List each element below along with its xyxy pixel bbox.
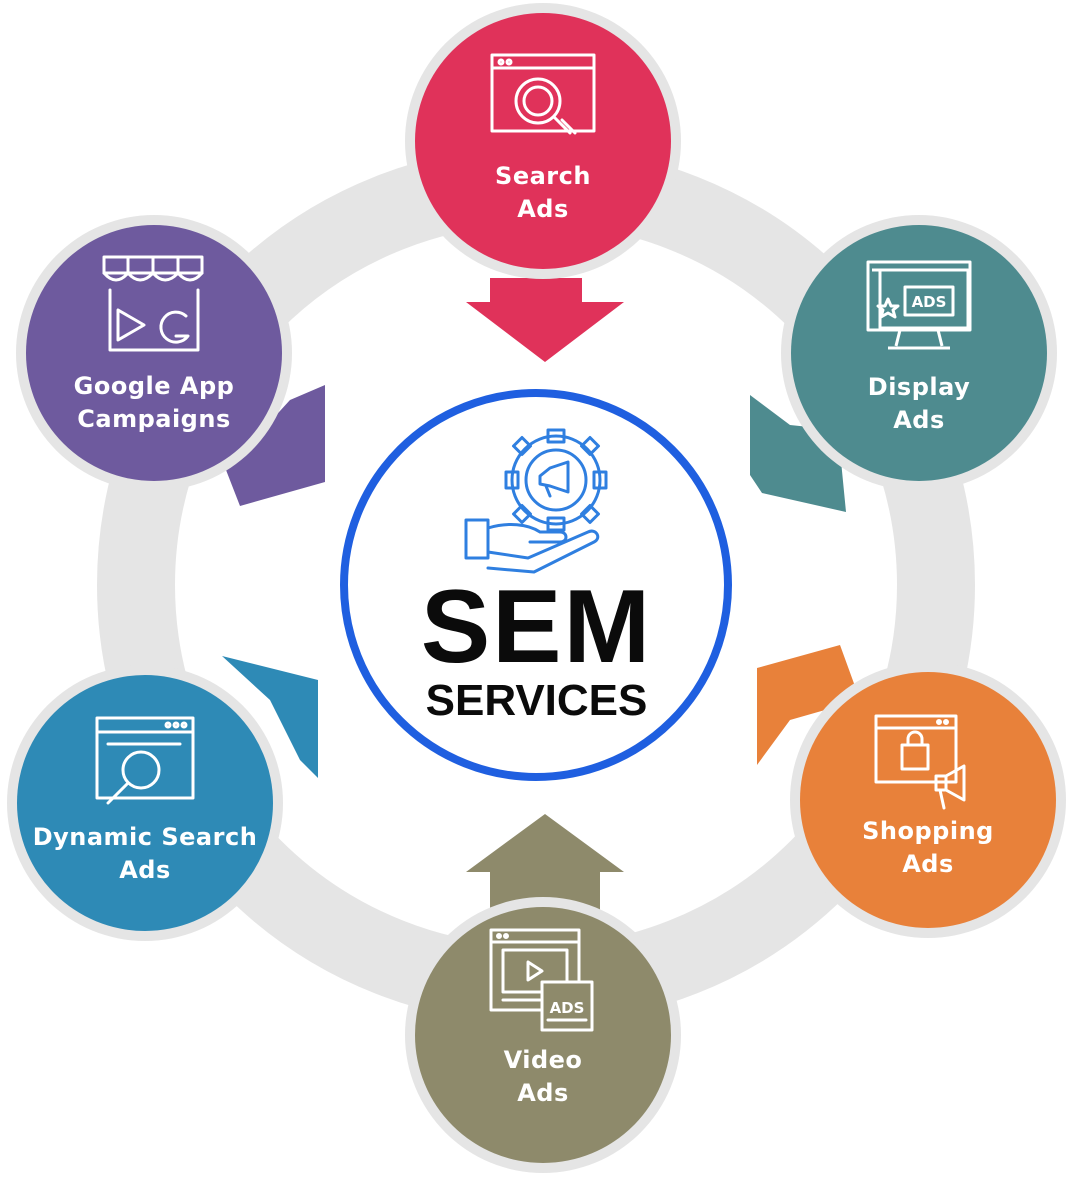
- dynamic-search-ads-label: Dynamic Search Ads: [15, 821, 275, 887]
- shopping-ads-circle: [800, 672, 1056, 928]
- video-ads-label: Video Ads: [413, 1044, 673, 1110]
- center-title-services: SERVICES: [425, 676, 648, 725]
- arrow-google-app: [226, 385, 325, 506]
- dynamic-search-ads-label-line1: Dynamic Search: [32, 823, 258, 851]
- center-circle: [340, 389, 732, 781]
- display-ads-label-line1: Display: [867, 373, 971, 401]
- arrow-display: [750, 395, 846, 512]
- center-title-sem: SEM: [420, 569, 653, 685]
- dynamic-search-ads-circle: [17, 675, 273, 931]
- search-ads-label: Search Ads: [413, 160, 673, 226]
- shopping-ads-label-line1: Shopping: [862, 817, 994, 845]
- video-ads-circle: [415, 907, 671, 1163]
- video-ads-label-line1: Video: [503, 1046, 583, 1074]
- google-app-campaigns-label: Google App Campaigns: [24, 370, 284, 436]
- gear-megaphone-hand-icon: [464, 428, 608, 574]
- browser-search-icon: [95, 716, 195, 805]
- video-ads-label-line2: Ads: [517, 1079, 569, 1107]
- shopping-ads-label: Shopping Ads: [798, 815, 1058, 881]
- google-app-campaigns-label-line2: Campaigns: [77, 405, 231, 433]
- browser-magnifier-icon: [490, 53, 596, 135]
- store-play-google-icon: [102, 255, 204, 352]
- svg-text:ADS: ADS: [912, 293, 947, 311]
- google-app-campaigns-label-line1: Google App: [73, 372, 235, 400]
- video-player-ads-icon: ADS: [489, 928, 594, 1032]
- arrow-dynamic: [222, 656, 318, 778]
- display-ads-label-line2: Ads: [893, 406, 945, 434]
- ads-monitor-icon: ADS: [866, 260, 972, 350]
- google-app-campaigns-circle: [26, 225, 282, 481]
- arrow-video: [466, 814, 624, 925]
- search-ads-circle: [415, 13, 671, 269]
- arrow-search: [466, 278, 624, 362]
- shopping-bag-megaphone-icon: [874, 714, 966, 810]
- dynamic-search-ads-label-line2: Ads: [119, 856, 171, 884]
- display-ads-label: Display Ads: [789, 371, 1049, 437]
- shopping-ads-label-line2: Ads: [902, 850, 954, 878]
- arrow-shopping: [757, 645, 860, 765]
- search-ads-label-line2: Ads: [517, 195, 569, 223]
- search-ads-label-line1: Search: [495, 162, 591, 190]
- display-ads-circle: [791, 225, 1047, 481]
- svg-text:ADS: ADS: [550, 999, 585, 1017]
